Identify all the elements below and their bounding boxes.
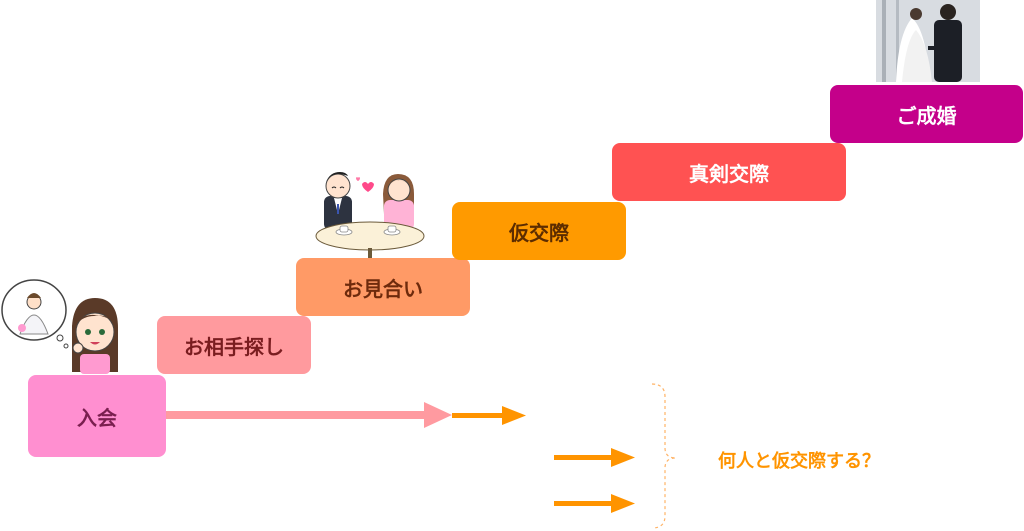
brace-bracket (651, 383, 677, 529)
provisional-count-question: 何人と仮交際する？ (718, 451, 880, 472)
step-serious-dating-label: 真剣交際 (689, 161, 769, 186)
short-arrow-1 (452, 406, 526, 425)
step-partner-search-label: お相手探し (184, 334, 284, 359)
step-omiai: お見合い (296, 258, 470, 316)
step-join-label: 入会 (77, 405, 117, 430)
wedding-photo (876, 0, 980, 82)
step-marriage-label: ご成婚 (896, 103, 957, 128)
step-join: 入会 (28, 375, 166, 457)
step-partner-search: お相手探し (157, 316, 311, 374)
short-arrow-3 (554, 494, 635, 513)
couple-meeting-icon (315, 172, 425, 258)
short-arrow-2 (554, 448, 635, 467)
bride-groom-icon (876, 0, 980, 82)
bride-thinking-icon (1, 279, 118, 374)
step-serious-dating: 真剣交際 (612, 143, 846, 201)
step-provisional-dating: 仮交際 (452, 202, 626, 260)
step-provisional-dating-label: 仮交際 (509, 220, 569, 245)
step-omiai-label: お見合い (343, 276, 423, 301)
long-arrow (166, 402, 452, 428)
step-marriage: ご成婚 (830, 85, 1023, 143)
